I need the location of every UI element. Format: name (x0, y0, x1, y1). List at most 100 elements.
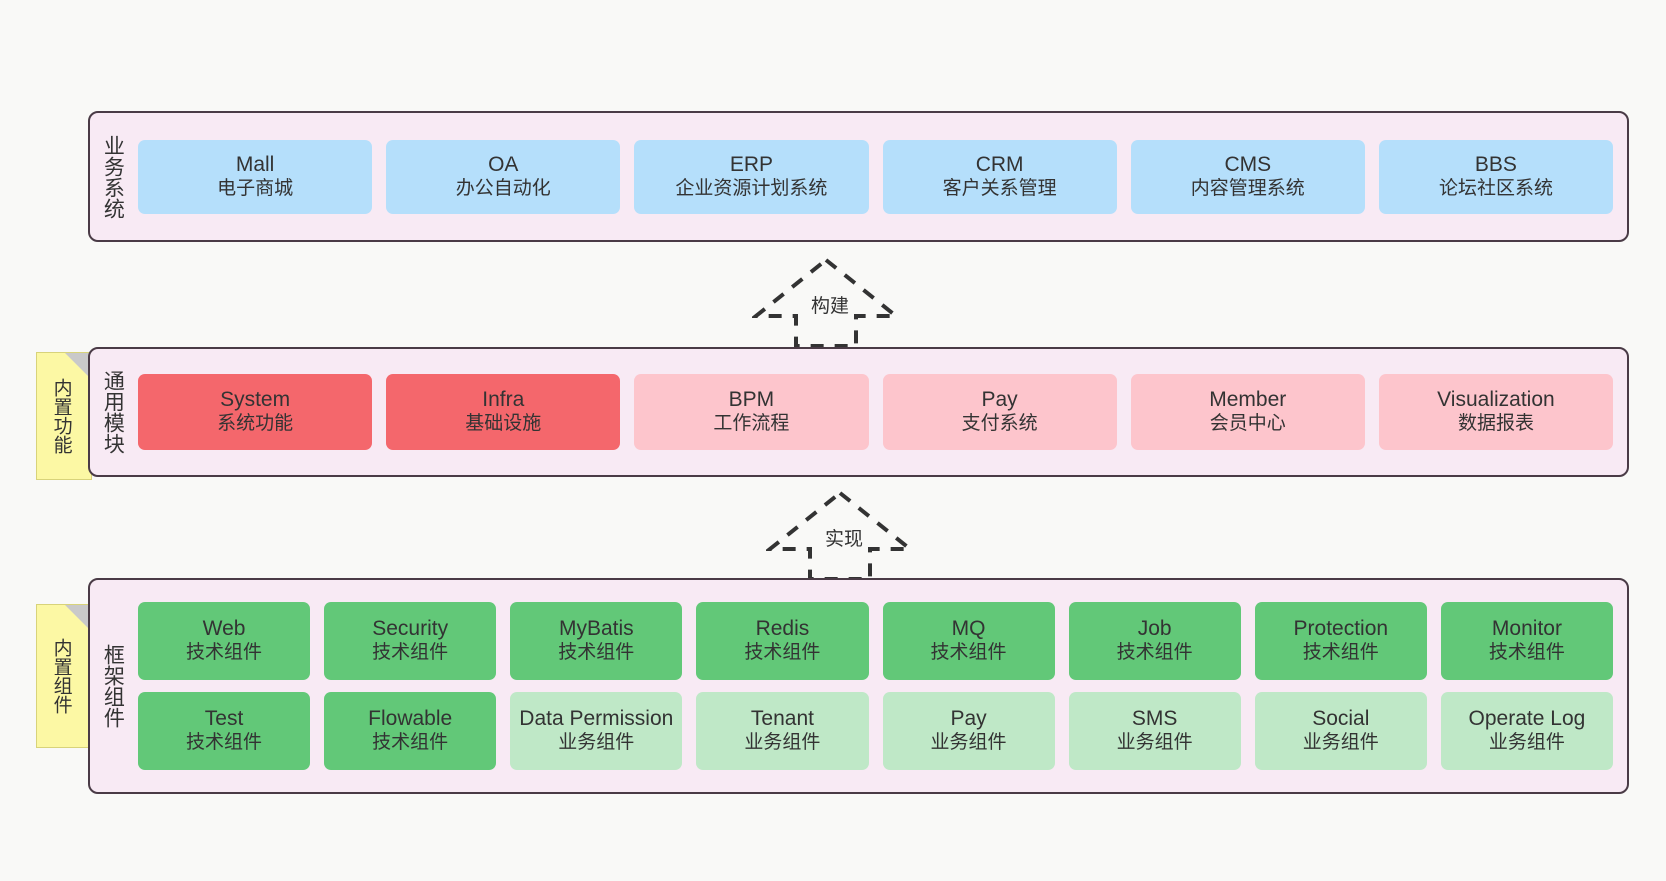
card-flowable[interactable]: Flowable 技术组件 (324, 692, 497, 770)
card-title-en: CRM (975, 152, 1024, 176)
card-member[interactable]: Member 会员中心 (1130, 374, 1365, 450)
card-title-cn: 系统功能 (217, 413, 294, 435)
card-title-cn: 技术组件 (1116, 642, 1193, 664)
card-test[interactable]: Test 技术组件 (138, 692, 311, 770)
card-title-cn: 技术组件 (744, 642, 821, 664)
card-title-en: Visualization (1437, 388, 1555, 412)
card-title-en: Social (1312, 707, 1370, 731)
card-title-en: Data Permission (519, 707, 674, 731)
card-title-cn: 业务组件 (1302, 732, 1379, 754)
card-title-en: Security (372, 617, 449, 641)
card-mybatis[interactable]: MyBatis 技术组件 (510, 602, 683, 680)
card-title-en: Tenant (750, 707, 814, 731)
card-title-cn: 技术组件 (1488, 642, 1565, 664)
card-title-cn: 技术组件 (186, 642, 263, 664)
hollow-arrow-outline (752, 257, 900, 348)
card-title-cn: 电子商城 (217, 177, 294, 199)
card-title-cn: 技术组件 (1302, 642, 1379, 664)
page-fold-corner-icon (65, 353, 91, 379)
card-mall[interactable]: Mall 电子商城 (138, 139, 373, 214)
card-title-en: MQ (951, 617, 986, 641)
sticky-note-builtin-components: 内置组件 (36, 604, 92, 748)
card-title-en: SMS (1131, 707, 1178, 731)
card-title-en: Web (202, 617, 246, 641)
card-pay[interactable]: Pay 支付系统 (882, 374, 1117, 450)
card-title-cn: 基础设施 (465, 413, 542, 435)
connector-arrow-implement (766, 490, 914, 581)
card-title-cn: 会员中心 (1209, 413, 1286, 435)
connector-arrow-build (752, 257, 900, 348)
card-title-cn: 论坛社区系统 (1438, 177, 1553, 199)
card-system[interactable]: System 系统功能 (138, 374, 373, 450)
hollow-arrow-outline (766, 490, 914, 581)
card-title-en: Job (1137, 617, 1172, 641)
layer-title-framework-components: 框架组件 (101, 644, 125, 728)
card-title-cn: 客户关系管理 (942, 177, 1057, 199)
layer-title-common-modules: 通用模块 (101, 370, 125, 454)
card-title-cn: 工作流程 (713, 413, 790, 435)
card-title-cn: 办公自动化 (455, 177, 551, 199)
card-title-en: Pay (981, 388, 1018, 412)
card-erp[interactable]: ERP 企业资源计划系统 (634, 139, 869, 214)
card-row-technical: Web 技术组件 Security 技术组件 MyBatis 技术组件 Redi… (138, 602, 1613, 680)
card-title-cn: 技术组件 (186, 732, 263, 754)
card-title-cn: 业务组件 (1116, 732, 1193, 754)
card-crm[interactable]: CRM 客户关系管理 (882, 139, 1117, 214)
card-title-en: MyBatis (558, 617, 634, 641)
card-title-en: Protection (1293, 617, 1389, 641)
card-redis[interactable]: Redis 技术组件 (696, 602, 869, 680)
card-row-business: Test 技术组件 Flowable 技术组件 Data Permission … (138, 692, 1613, 770)
card-row: System 系统功能 Infra 基础设施 BPM 工作流程 Pay 支付系统… (138, 374, 1614, 450)
layer-title-business-system: 业务系统 (101, 134, 125, 219)
card-title-en: BPM (728, 388, 775, 412)
card-row: Mall 电子商城 OA 办公自动化 ERP 企业资源计划系统 CRM 客户关系… (138, 139, 1614, 214)
sticky-note-builtin-functions: 内置功能 (36, 352, 92, 480)
connector-label-build: 构建 (811, 296, 850, 317)
card-title-en: Infra (482, 388, 525, 412)
card-title-cn: 支付系统 (961, 413, 1038, 435)
layer-body-common-modules: System 系统功能 Infra 基础设施 BPM 工作流程 Pay 支付系统… (134, 349, 1627, 475)
card-title-en: Test (204, 707, 244, 731)
card-pay-business[interactable]: Pay 业务组件 (882, 692, 1055, 770)
card-title-en: Pay (950, 707, 987, 731)
card-title-cn: 技术组件 (930, 642, 1007, 664)
page-fold-corner-icon (65, 605, 91, 631)
card-title-en: Operate Log (1468, 707, 1586, 731)
layer-common-modules: 通用模块 System 系统功能 Infra 基础设施 BPM 工作流程 Pay… (88, 347, 1629, 477)
card-visualization[interactable]: Visualization 数据报表 (1378, 374, 1614, 450)
card-bbs[interactable]: BBS 论坛社区系统 (1378, 139, 1614, 214)
card-social[interactable]: Social 业务组件 (1254, 692, 1427, 770)
card-title-cn: 业务组件 (558, 732, 635, 754)
card-title-cn: 数据报表 (1457, 413, 1534, 435)
card-title-en: Flowable (368, 707, 453, 731)
card-title-en: System (220, 388, 291, 412)
connector-label-implement: 实现 (825, 529, 864, 550)
card-job[interactable]: Job 技术组件 (1068, 602, 1241, 680)
card-title-en: Mall (235, 152, 275, 176)
card-title-en: CMS (1224, 152, 1272, 176)
card-title-cn: 业务组件 (930, 732, 1007, 754)
card-title-en: BBS (1474, 152, 1517, 176)
card-sms[interactable]: SMS 业务组件 (1068, 692, 1241, 770)
card-title-en: OA (488, 152, 519, 176)
card-web[interactable]: Web 技术组件 (138, 602, 311, 680)
card-title-cn: 技术组件 (372, 642, 449, 664)
card-tenant[interactable]: Tenant 业务组件 (696, 692, 869, 770)
card-title-en: Redis (755, 617, 810, 641)
layer-business-system: 业务系统 Mall 电子商城 OA 办公自动化 ERP 企业资源计划系统 CRM… (88, 111, 1629, 242)
layer-body-framework-components: Web 技术组件 Security 技术组件 MyBatis 技术组件 Redi… (134, 580, 1627, 792)
card-cms[interactable]: CMS 内容管理系统 (1130, 139, 1365, 214)
card-operate-log[interactable]: Operate Log 业务组件 (1440, 692, 1613, 770)
card-mq[interactable]: MQ 技术组件 (882, 602, 1055, 680)
card-bpm[interactable]: BPM 工作流程 (634, 374, 869, 450)
card-title-en: Monitor (1491, 617, 1562, 641)
card-title-en: ERP (729, 152, 774, 176)
card-title-cn: 业务组件 (744, 732, 821, 754)
card-data-permission[interactable]: Data Permission 业务组件 (510, 692, 683, 770)
card-security[interactable]: Security 技术组件 (324, 602, 497, 680)
card-protection[interactable]: Protection 技术组件 (1254, 602, 1427, 680)
card-title-cn: 技术组件 (372, 732, 449, 754)
card-oa[interactable]: OA 办公自动化 (386, 139, 621, 214)
card-infra[interactable]: Infra 基础设施 (386, 374, 621, 450)
card-monitor[interactable]: Monitor 技术组件 (1440, 602, 1613, 680)
